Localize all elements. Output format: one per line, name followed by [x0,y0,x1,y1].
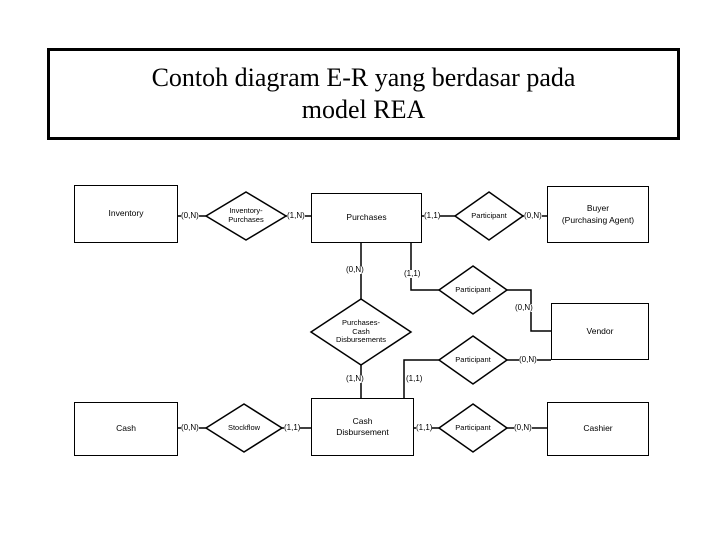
cardinality-card-inventory: (0,N) [181,211,199,220]
relationship-diamond-purchases-cash-disbursements [309,298,413,366]
entity-purchases: Purchases [311,193,422,243]
cardinality-card-purchases-left: (1,N) [287,211,305,220]
cardinality-card-cashdisb-top: (1,N) [346,374,364,383]
entity-buyer: Buyer (Purchasing Agent) [547,186,649,243]
entity-cash: Cash [74,402,178,456]
cardinality-card-cashdisb-right: (1,1) [416,423,433,432]
cardinality-card-vendor-lower: (0,N) [519,355,537,364]
relationship-diamond-participant-cashier [437,403,509,453]
relationship-diamond-inventory-purchases [204,191,288,241]
relationship-diamond-participant-vendor-cash [437,335,509,385]
entity-vendor: Vendor [551,303,649,360]
cardinality-card-purchases-bottom: (0,N) [346,265,364,274]
relationship-shape-layer [204,191,525,453]
relationship-diamond-stockflow [204,403,284,453]
connector-cashdisb-up-to-participant [403,359,439,398]
cardinality-card-purchases-right: (1,1) [424,211,441,220]
title-box: Contoh diagram E-R yang berdasar pada mo… [47,48,680,140]
entity-inventory: Inventory [74,185,178,243]
cardinality-card-cashdisb-participant: (1,1) [406,374,423,383]
relationship-diamond-participant-buyer [453,191,525,241]
cardinality-card-purchases-participant: (1,1) [404,269,421,278]
cardinality-card-cashdisb-left: (1,1) [284,423,301,432]
entity-cashier: Cashier [547,402,649,456]
cardinality-card-buyer: (0,N) [524,211,542,220]
connector-purchases-right-down [410,243,439,291]
page-title: Contoh diagram E-R yang berdasar pada mo… [151,62,576,125]
cardinality-card-cashier: (0,N) [514,423,532,432]
cardinality-card-cash: (0,N) [181,423,199,432]
entity-cash-disbursement: Cash Disbursement [311,398,414,456]
relationship-diamond-participant-vendor-purchases [437,265,509,315]
cardinality-card-vendor-upper: (0,N) [515,303,533,312]
